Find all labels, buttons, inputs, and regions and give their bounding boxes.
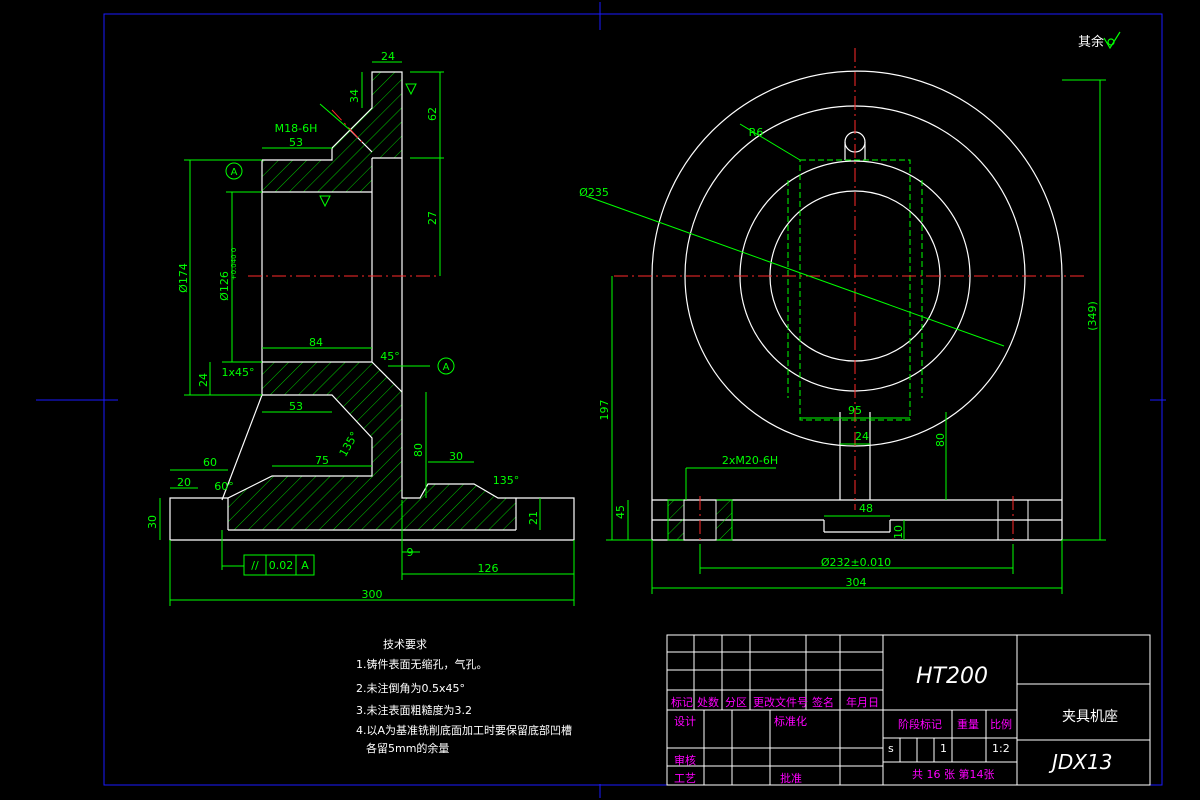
roughness-triangle-icon xyxy=(405,83,417,96)
note-3: 3.未注表面粗糙度为3.2 xyxy=(356,704,472,717)
dim-d235: Ø235 xyxy=(579,186,609,199)
dim-62: 62 xyxy=(426,107,439,121)
tb-design: 设计 xyxy=(674,715,696,728)
note-4: 4.以A为基准铣削底面加工时要保留底部凹槽 xyxy=(356,724,573,737)
tb-stage-mark: 阶段标记 xyxy=(898,718,942,731)
tb-material: HT200 xyxy=(916,664,988,689)
dim-80: 80 xyxy=(412,443,425,457)
surface-roughness-check-icon xyxy=(1103,31,1121,50)
datum-label-top: A xyxy=(231,167,238,178)
tolerance-value: 0.02 xyxy=(269,559,294,572)
tb-count-value: 1 xyxy=(940,742,947,755)
dim-300: 300 xyxy=(362,588,383,601)
dim-24-left: 24 xyxy=(197,373,210,387)
dim-21: 21 xyxy=(527,511,540,525)
roughness-triangle-2-icon xyxy=(319,195,331,208)
tb-header-sign: 签名 xyxy=(812,696,834,709)
dim-10: 10 xyxy=(892,525,905,539)
right-dimensions xyxy=(585,79,1106,594)
surface-mark-text: 其余 xyxy=(1078,34,1104,50)
dim-24-top: 24 xyxy=(381,50,395,63)
dim-174: Ø174 xyxy=(177,263,190,293)
tb-scale: 比例 xyxy=(990,718,1012,731)
dim-349: (349) xyxy=(1086,301,1099,331)
dim-126-tol: +0.040 0 xyxy=(230,248,238,281)
datum-circle-right-icon xyxy=(437,357,455,375)
dim-60: 60 xyxy=(203,456,217,469)
threaded-holes xyxy=(667,499,733,541)
left-view: A A // 0.02 A 24 34 62 M18-6H 53 Ø174 Ø1… xyxy=(146,50,575,606)
note-5: 各留5mm的余量 xyxy=(366,742,450,755)
tb-sheets: 共 16 张 第14张 xyxy=(912,768,995,781)
tb-header-mark: 标记 xyxy=(671,696,693,709)
tb-header-count: 处数 xyxy=(697,696,719,709)
dim-d232: Ø232±0.010 xyxy=(821,556,891,569)
dim-75: 75 xyxy=(315,454,329,467)
tb-scale-value: 1:2 xyxy=(992,742,1010,755)
tb-weight: 重量 xyxy=(957,718,979,731)
tb-process: 工艺 xyxy=(674,772,696,785)
dim-53-top: 53 xyxy=(289,136,303,149)
dim-45: 45 xyxy=(614,505,627,519)
datum-circle-icon xyxy=(225,162,243,180)
dim-34: 34 xyxy=(348,89,361,103)
left-outline xyxy=(169,71,575,541)
dim-135-b: 135° xyxy=(493,474,520,487)
datum-label-right: A xyxy=(443,362,450,373)
sheet-frame xyxy=(36,2,1166,798)
left-hatch-top xyxy=(262,72,402,192)
tb-header-change: 更改文件号 xyxy=(753,696,808,709)
tb-part-name: 夹具机座 xyxy=(1062,709,1118,725)
title-block-grid xyxy=(666,634,1151,786)
dim-30: 30 xyxy=(449,450,463,463)
tolerance-symbol: // xyxy=(251,559,259,572)
dim-20: 20 xyxy=(177,476,191,489)
dim-24: 24 xyxy=(855,430,869,443)
right-centerlines xyxy=(614,48,1086,544)
tolerance-frame xyxy=(243,554,315,576)
note-2: 2.未注倒角为0.5x45° xyxy=(356,682,465,695)
dim-45deg: 45° xyxy=(380,350,400,363)
tb-review: 审核 xyxy=(674,754,696,767)
dim-304: 304 xyxy=(846,576,867,589)
dim-126-bottom: 126 xyxy=(478,562,499,575)
tb-drawing-no: JDX13 xyxy=(1052,750,1113,774)
tb-standardize: 标准化 xyxy=(774,715,807,728)
dim-80-right: 80 xyxy=(934,433,947,447)
tb-stage-value: s xyxy=(888,742,894,755)
left-centerlines xyxy=(248,109,440,277)
dim-197: 197 xyxy=(598,400,611,421)
tb-approve: 批准 xyxy=(780,772,802,785)
left-dimensions xyxy=(159,61,575,606)
dim-48: 48 xyxy=(859,502,873,515)
dim-30-side: 30 xyxy=(146,515,159,529)
right-view: R6 Ø235 (349) 197 95 24 80 2xM20-6H 45 4… xyxy=(579,48,1106,594)
dim-9: 9 xyxy=(407,546,414,559)
dim-53-mid: 53 xyxy=(289,400,303,413)
dim-60-deg: 60° xyxy=(214,480,234,493)
note-1: 1.铸件表面无缩孔，气孔。 xyxy=(356,658,488,671)
tb-header-zone: 分区 xyxy=(725,696,747,709)
dim-126: Ø126 xyxy=(218,271,231,301)
dim-95: 95 xyxy=(848,404,862,417)
dim-84: 84 xyxy=(309,336,323,349)
notes-title: 技术要求 xyxy=(383,638,427,651)
dim-r6: R6 xyxy=(749,126,764,139)
dim-27: 27 xyxy=(426,211,439,225)
tolerance-datum: A xyxy=(301,559,309,572)
dim-thread-right: 2xM20-6H xyxy=(722,454,778,467)
dim-m18: M18-6H xyxy=(275,122,318,135)
dim-chamfer: 1x45° xyxy=(221,366,254,379)
tb-header-date: 年月日 xyxy=(846,696,879,709)
right-hidden-lines xyxy=(787,159,923,421)
